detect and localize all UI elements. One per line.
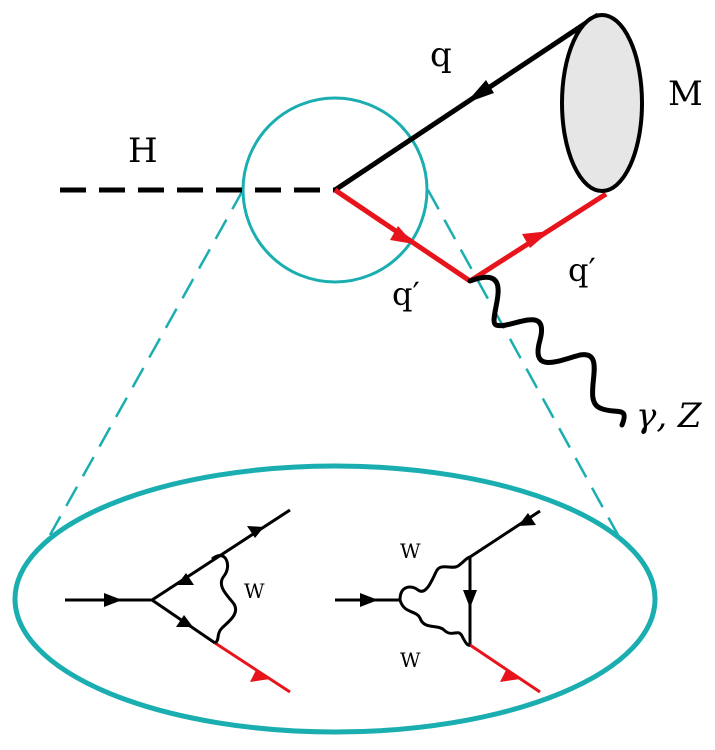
quark-prime-arrow-right-icon xyxy=(522,231,550,248)
vertex-lower-arrow-icon xyxy=(176,615,193,627)
vertex-outgoing-red-line xyxy=(214,641,291,694)
vertex-upper-arrow-icon xyxy=(247,526,264,538)
box-w-upper-wavy-line xyxy=(398,555,471,601)
vertex-correction-diagram: W xyxy=(65,508,291,694)
zoom-cone-right xyxy=(426,189,620,536)
meson-label: M xyxy=(668,74,703,114)
box-w-lower-label: W xyxy=(400,648,421,672)
vertex-w-label: W xyxy=(244,579,265,603)
box-outgoing-red-line xyxy=(469,643,541,694)
zoom-cone-left xyxy=(48,189,245,536)
box-upper-arrow-icon xyxy=(518,513,536,526)
vertex-incoming-arrow-icon xyxy=(104,593,122,607)
box-w-lower-wavy-line xyxy=(398,599,471,647)
box-outgoing-arrow-icon xyxy=(500,670,520,682)
box-diagram: W W xyxy=(335,509,541,694)
quark-label: q xyxy=(430,35,452,75)
box-incoming-arrow-icon xyxy=(360,593,378,607)
zoom-circle xyxy=(241,96,429,284)
box-w-upper-label: W xyxy=(400,539,421,563)
boson-wavy-line xyxy=(467,274,627,428)
quark-prime-label-left: q′ xyxy=(392,275,420,313)
boson-label: γ, Z xyxy=(636,396,703,436)
quark-arrow-icon xyxy=(466,80,494,103)
vertex-upper-arrow2-icon xyxy=(177,573,194,585)
higgs-label: H xyxy=(128,131,158,171)
quark-prime-arrow-left-icon xyxy=(390,226,414,244)
vertex-w-wavy-line xyxy=(211,554,237,645)
quark-prime-label-right: q′ xyxy=(568,251,596,289)
box-vertical-arrow-icon xyxy=(463,590,477,608)
meson-blob xyxy=(560,13,644,193)
box-w-inner-wavy-line xyxy=(420,590,468,604)
vertex-outgoing-arrow-icon xyxy=(250,670,270,682)
zoom-ellipse xyxy=(12,463,658,735)
